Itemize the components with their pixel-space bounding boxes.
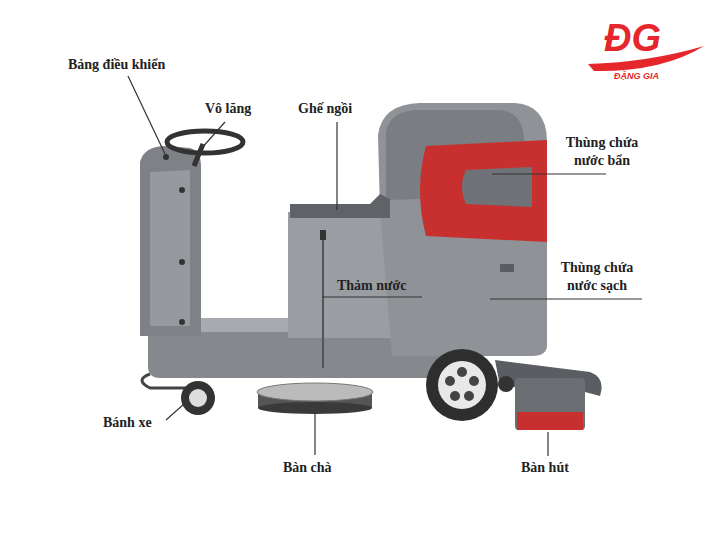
part-label: Bàn chà: [283, 459, 332, 477]
level-tube: [322, 232, 324, 368]
part-label: Thảm nước: [337, 277, 406, 295]
leader-line: [200, 122, 225, 150]
hub-hole: [469, 376, 479, 386]
footrest: [200, 318, 288, 332]
steering-wheel: [167, 131, 243, 153]
hub-hole: [464, 391, 474, 401]
brush-bottom: [258, 402, 372, 414]
logo-mark: ĐG: [604, 16, 661, 60]
wheel-hub: [189, 389, 207, 407]
control-button: [163, 154, 169, 160]
tank-body: [378, 103, 547, 356]
tank-cap: [500, 264, 514, 272]
rear-wheel: [426, 349, 498, 421]
part-label: Bánh xe: [103, 414, 152, 432]
hub-hole: [457, 367, 467, 377]
hub-hole: [445, 376, 455, 386]
leader-line: [490, 298, 642, 299]
squeegee-blade: [517, 412, 583, 430]
leader-line: [336, 122, 337, 210]
front-wheel: [181, 381, 215, 415]
part-label: Thùng chứa nước sạch: [551, 259, 643, 295]
part-label: Bảng điều khiển: [68, 56, 165, 74]
column-panel: [150, 170, 190, 326]
part-label: Vô lăng: [205, 100, 251, 118]
leader-line: [314, 413, 315, 455]
leader-line: [547, 432, 548, 456]
part-label: Thùng chứa nước bẩn: [556, 134, 648, 170]
tube-cap: [320, 230, 326, 240]
leader-line: [166, 404, 184, 420]
hub-hole: [450, 391, 460, 401]
control-button: [179, 319, 185, 325]
leader-line: [322, 296, 422, 297]
squeegee: [515, 378, 585, 430]
control-button: [179, 187, 185, 193]
front-column: [140, 146, 201, 336]
part-label: Bàn hút: [521, 459, 569, 477]
rear-hub: [438, 361, 486, 409]
logo-text: ĐẶNG GIA: [614, 71, 659, 82]
seat: [290, 194, 390, 218]
panel-recess: [462, 167, 532, 207]
control-button: [179, 259, 185, 265]
squeegee-wheel: [498, 376, 514, 392]
part-label: Ghế ngồi: [298, 100, 352, 118]
brush-deck: [257, 383, 373, 401]
leader-line: [492, 173, 606, 174]
leader-line: [128, 76, 165, 154]
red-panel: [420, 140, 547, 242]
